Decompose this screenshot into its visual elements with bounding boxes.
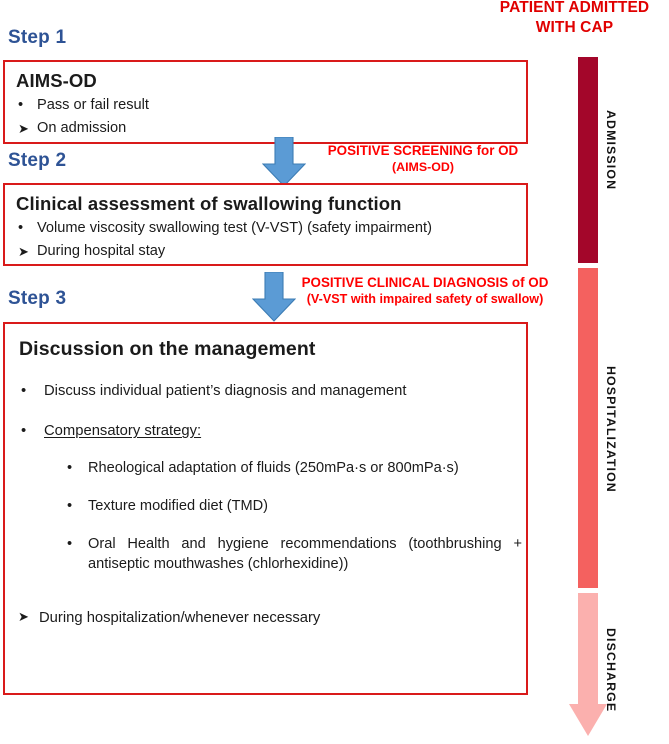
timeline-arrowhead-icon <box>569 704 607 736</box>
timeline-label-admission: ADMISSION <box>604 110 618 191</box>
step-label-3: Step 3 <box>8 288 67 309</box>
bullet-dot-icon: • <box>21 423 27 440</box>
step-label-1: Step 1 <box>8 27 67 48</box>
step-3-bullet-2: • Compensatory strategy: <box>21 421 526 441</box>
step-3-title: Discussion on the management <box>19 338 316 360</box>
care-timeline: ADMISSION HOSPITALIZATION DISCHARGE <box>560 0 669 744</box>
step-2-bullet-1: • Volume viscosity swallowing test (V-VS… <box>18 219 526 239</box>
bullet-dot-icon: • <box>21 383 27 399</box>
down-arrow-icon <box>261 136 307 187</box>
page-title: PATIENT ADMITTED WITH CAP <box>480 0 669 38</box>
step-3-arrow-1: ➤ During hospitalization/whenever necess… <box>18 608 526 628</box>
step-1-title: AIMS-OD <box>16 70 97 91</box>
step-2-arrow-1-text: During hospital stay <box>37 242 166 259</box>
step-2-arrow-1: ➤ During hospital stay <box>18 242 526 262</box>
step-box-2: Clinical assessment of swallowing functi… <box>3 183 528 266</box>
transition-1-sub: (AIMS-OD) <box>392 159 454 174</box>
bullet-dot-icon: • <box>18 97 24 113</box>
step-1-arrow-1: ➤ On admission <box>18 119 526 139</box>
step-3-bullet-1-text: Discuss individual patient’s diagnosis a… <box>44 383 407 399</box>
step-3-sub-bullet-1-text: Rheological adaptation of fluids (250mPa… <box>88 460 459 477</box>
timeline-label-discharge: DISCHARGE <box>604 628 618 713</box>
step-box-1: AIMS-OD • Pass or fail result ➤ On admis… <box>3 60 528 144</box>
step-label-2: Step 2 <box>8 150 67 171</box>
transition-2-annotation: POSITIVE CLINICAL DIAGNOSIS of OD (V-VST… <box>288 275 562 307</box>
step-3-bullet-1: • Discuss individual patient’s diagnosis… <box>21 381 526 401</box>
timeline-segment-admission <box>578 57 598 263</box>
timeline-segment-discharge <box>578 593 598 706</box>
step-box-3: Discussion on the management • Discuss i… <box>3 322 528 695</box>
bullet-dot-icon: • <box>67 498 73 515</box>
bullet-dot-icon: • <box>67 460 73 477</box>
transition-1-annotation: POSITIVE SCREENING for OD (AIMS-OD) <box>307 143 539 175</box>
step-3-bullet-2-text: Compensatory strategy: <box>44 423 202 440</box>
step-1-bullet-1-text: Pass or fail result <box>37 97 149 113</box>
step-3-arrow-1-text: During hospitalization/whenever necessar… <box>39 609 321 626</box>
bullet-dot-icon: • <box>67 535 73 552</box>
transition-2-sub: (V-VST with impaired safety of swallow) <box>306 291 544 306</box>
arrow-bullet-icon: ➤ <box>18 243 29 259</box>
bullet-dot-icon: • <box>18 220 24 236</box>
step-3-sub-bullet-1: • Rheological adaptation of fluids (250m… <box>67 459 522 479</box>
arrow-bullet-icon: ➤ <box>18 120 29 136</box>
transition-2-main: POSITIVE CLINICAL DIAGNOSIS of OD <box>301 275 549 290</box>
step-3-sub-bullet-2-text: Texture modified diet (TMD) <box>88 498 269 515</box>
timeline-segment-hospitalization <box>578 268 598 588</box>
step-3-sub-bullet-3-text: Oral Health and hygiene recommendations … <box>88 535 522 572</box>
step-3-sub-bullet-3: • Oral Health and hygiene recommendation… <box>67 535 522 575</box>
timeline-label-hospitalization: HOSPITALIZATION <box>604 366 618 493</box>
step-3-sub-bullet-2: • Texture modified diet (TMD) <box>67 497 522 517</box>
step-1-bullet-1: • Pass or fail result <box>18 96 526 116</box>
page-title-line-2: WITH CAP <box>535 18 614 36</box>
transition-1-main: POSITIVE SCREENING for OD <box>327 143 519 158</box>
down-arrow-icon <box>251 271 297 322</box>
step-1-arrow-1-text: On admission <box>37 119 127 136</box>
page-title-line-1: PATIENT ADMITTED <box>499 0 650 16</box>
step-2-bullet-1-text: Volume viscosity swallowing test (V-VST)… <box>37 220 432 236</box>
step-2-title: Clinical assessment of swallowing functi… <box>16 193 402 214</box>
arrow-bullet-icon: ➤ <box>18 608 29 624</box>
